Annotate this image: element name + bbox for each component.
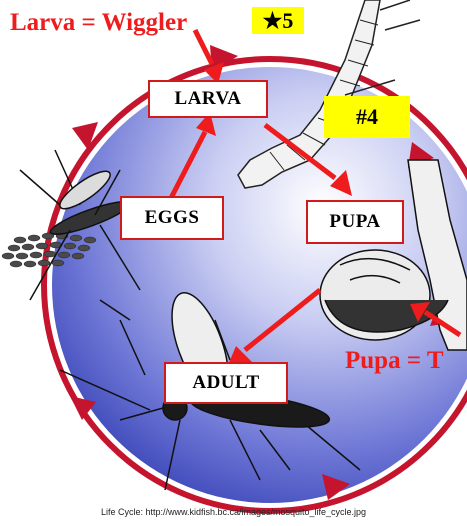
stage-adult-box: ADULT [164, 362, 288, 404]
pupa-caption: Pupa = T [345, 348, 444, 373]
larva-caption: Larva = Wiggler [10, 10, 187, 35]
stage-eggs-box: EGGS [120, 196, 224, 240]
star-five-badge: ★5 [252, 7, 304, 34]
number-four-badge: #4 [324, 96, 410, 138]
stage-larva-box: LARVA [148, 80, 268, 118]
stage-pupa-box: PUPA [306, 200, 404, 244]
image-credit: Life Cycle: http://www.kidfish.bc.ca/ima… [0, 507, 467, 517]
